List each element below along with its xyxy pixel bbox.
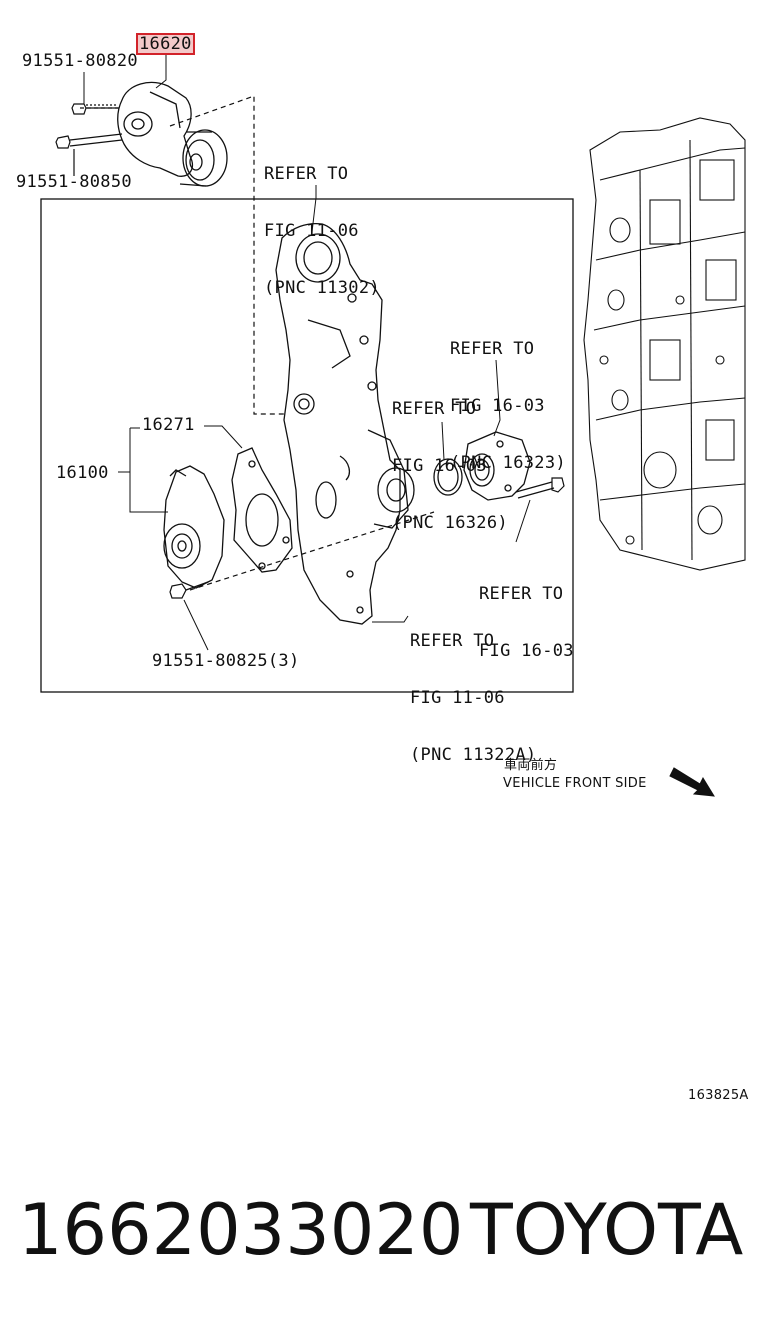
bolt-fig-16-03	[515, 477, 565, 499]
bolt-91551-80820	[71, 103, 118, 115]
ref-line: (PNC 16326)	[392, 513, 508, 533]
ref-line: (PNC 16323)	[450, 453, 566, 473]
ref-callout-pnc-16326[interactable]: REFER TO FIG 16-03 (PNC 16326)	[392, 362, 508, 552]
water-pump	[163, 465, 225, 589]
part-label-91551-80850[interactable]: 91551-80850	[16, 172, 132, 192]
ref-line: FIG 16-03	[450, 396, 545, 416]
part-label-91551-80825[interactable]: 91551-80825(3)	[152, 651, 300, 671]
ref-line: FIG 11-06	[410, 688, 505, 708]
leader-lines	[83, 54, 531, 651]
ref-line: REFER TO	[410, 631, 495, 651]
ref-callout-pnc-11322a[interactable]: REFER TO FIG 11-06 (PNC 11322A)	[410, 594, 536, 784]
ref-line: REFER TO	[392, 399, 477, 419]
ref-callout-pnc-11302[interactable]: REFER TO FIG 11-06 (PNC 11302)	[264, 127, 380, 317]
water-pump-gasket	[231, 447, 293, 573]
front-direction-arrow-icon	[669, 767, 715, 797]
assembly-frame	[40, 198, 574, 693]
figure-code: 163825A	[688, 1088, 749, 1103]
ref-line: REFER TO	[450, 339, 535, 359]
ref-line: (PNC 11302)	[264, 278, 380, 298]
o-ring	[433, 458, 463, 496]
direction-label-jp: 車両前方	[504, 758, 558, 773]
part-label-16620[interactable]: 16620	[136, 33, 195, 55]
timing-cover	[275, 222, 415, 625]
ref-line: FIG 16-03	[479, 641, 574, 661]
ref-line: FIG 11-06	[264, 221, 359, 241]
footer-brand: TOYOTA	[470, 1189, 744, 1271]
ref-line: REFER TO	[264, 164, 349, 184]
footer-part-number: 1662033020	[18, 1189, 464, 1271]
dashed-axis-waterpump	[189, 511, 435, 591]
ref-line: FIG 16-03	[392, 456, 487, 476]
part-label-16100[interactable]: 16100	[56, 463, 109, 483]
ref-callout-fig-16-03[interactable]: REFER TO FIG 16-03	[479, 547, 574, 680]
direction-label-en: VEHICLE FRONT SIDE	[503, 776, 647, 791]
ref-line: (PNC 11322A)	[410, 745, 537, 765]
ref-line: REFER TO	[479, 584, 564, 604]
water-inlet-housing	[463, 431, 531, 501]
part-label-91551-80820[interactable]: 91551-80820	[22, 51, 138, 71]
tensioner-assembly	[117, 81, 228, 187]
bolt-91551-80850	[55, 133, 123, 176]
engine-block	[583, 117, 746, 571]
ref-callout-pnc-16323[interactable]: REFER TO FIG 16-03 (PNC 16323)	[450, 302, 566, 492]
bolt-91551-80825	[169, 581, 209, 599]
part-label-16271[interactable]: 16271	[142, 415, 195, 435]
